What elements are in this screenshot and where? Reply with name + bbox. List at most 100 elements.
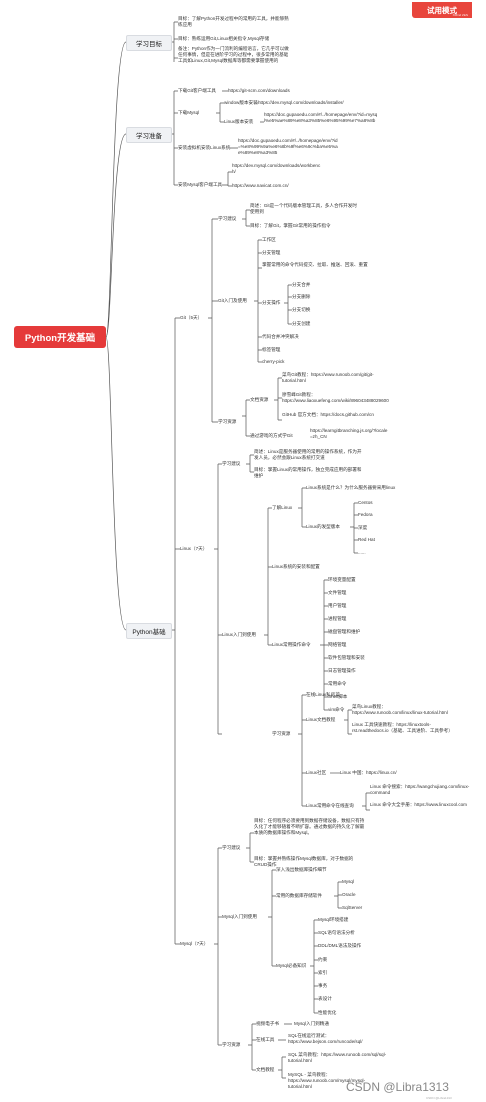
linux-cmd-5: 网络管理 bbox=[328, 642, 347, 647]
linux-doc-2[interactable]: Linux 工具快速教程：https://linuxtools-rst.read… bbox=[352, 722, 453, 733]
watermark-small: CSDN @Libra1313 bbox=[426, 1096, 452, 1100]
prep-git: 下载Git客户端工具 bbox=[178, 88, 217, 93]
linux-dist-1: Fedora bbox=[358, 512, 373, 517]
prep-client-url2[interactable]: https://www.navicat.com.cn/ bbox=[232, 183, 289, 188]
linux-doc-1[interactable]: 菜鸟Linux教程：https://www.runoob.com/linux/l… bbox=[352, 704, 448, 715]
root-node[interactable]: Python开发基础 bbox=[14, 326, 106, 348]
watermark: CSDN @Libra1313 bbox=[346, 1080, 449, 1094]
git-item-6: cherry-pick bbox=[262, 359, 285, 364]
git-branch-3: 分支创建 bbox=[292, 321, 311, 326]
linux-cmd: Linux常用操作命令 bbox=[272, 642, 311, 647]
mysql-doc-2[interactable]: MySQL - 菜鸟教程：https://www.runoob.com/mysq… bbox=[288, 1072, 366, 1089]
prep-win-url[interactable]: https://dev.mysql.com/downloads/installe… bbox=[258, 100, 344, 105]
mysql-must-6: 表设计 bbox=[318, 996, 332, 1001]
git-game-url[interactable]: https://learngitbranching.js.org/?locale… bbox=[310, 428, 388, 439]
trial-mode-badge[interactable]: 试用模式 XMind ZEN bbox=[412, 2, 472, 18]
prep-vm-url[interactable]: https://doc.gupaoedu.com/#/../homepage/e… bbox=[238, 138, 338, 155]
mysql-must-7: 性能优化 bbox=[318, 1010, 337, 1015]
mysql-start: Mysql入门到使用 bbox=[222, 914, 257, 919]
prep-client-url1[interactable]: https://dev.mysql.com/downloads/workbenc… bbox=[232, 163, 321, 174]
git-doc-2[interactable]: 廖雪峰Git教程：https://www.liaoxuefeng.com/wik… bbox=[282, 392, 389, 403]
mysql-type-0: Mysql bbox=[342, 879, 354, 884]
linux-dist-3: Red Hat bbox=[358, 537, 375, 542]
git-branch-1: 分支删除 bbox=[292, 294, 311, 299]
prep-linux-url[interactable]: https://doc.gupaoedu.com/#/../homepage/e… bbox=[264, 112, 378, 123]
trial-mode-label: 试用模式 bbox=[427, 5, 457, 15]
mysql-must-0: Mysql环境搭建 bbox=[318, 917, 349, 922]
linux-comm-url[interactable]: Linux 中国：https://linux.cn/ bbox=[340, 770, 397, 775]
mysql-intro: 深入浅出数据库操作细节 bbox=[276, 867, 327, 872]
prep-vm: 安装虚拟机安装Linux系统 bbox=[178, 145, 231, 150]
linux-suggest: 学习建议 bbox=[222, 461, 241, 466]
goal-c: 备注：Python作为一门流利的编程语言，它几乎可以做任何事情，但是在进阶学习的… bbox=[178, 46, 289, 63]
linux-query-2[interactable]: Linux 命令大全手册：https://www.linuxcool.com bbox=[370, 802, 468, 807]
mysql-must-5: 事务 bbox=[318, 983, 328, 988]
linux-cmd-2: 用户管理 bbox=[328, 603, 347, 608]
prep-win: window版本安装 bbox=[224, 100, 258, 105]
linux-install: Linux系统的安装和配置 bbox=[272, 564, 320, 569]
node-python-basics[interactable]: Python基础 bbox=[126, 623, 172, 639]
node-learning-goal[interactable]: 学习目标 bbox=[126, 35, 172, 51]
mysql-type-2: SqlServer bbox=[342, 905, 363, 910]
git-item-0: 工作区 bbox=[262, 237, 276, 242]
mysql-video: 视频电子书 bbox=[256, 1021, 279, 1026]
linux-cmd-1: 文件管理 bbox=[328, 590, 347, 595]
git-item-4: 代码合并冲突解决 bbox=[262, 334, 299, 339]
mysql-online: 在线工具 bbox=[256, 1037, 275, 1042]
linux-what: Linux系统是什么？为什么服务器要采用linux bbox=[306, 485, 396, 490]
mysql-video-val: Mysql入门到精通 bbox=[294, 1021, 329, 1026]
mysql-res: 学习资源 bbox=[222, 1042, 241, 1047]
mysql-s1: 目标：任何程序必须要用到数据存储设备，数据只有持久化了才能够随着不断扩容。通过数… bbox=[254, 818, 365, 835]
mysql-online-val[interactable]: SQL在线运行测试：https://www.bejson.com/runcode… bbox=[288, 1033, 363, 1044]
mysql-docs: 文档教程 bbox=[256, 1067, 275, 1072]
linux-cmd-0: 环境变量配置 bbox=[328, 577, 356, 582]
trial-mode-sub: XMind ZEN bbox=[452, 13, 468, 17]
linux-query: Linux常用命令在线查询 bbox=[306, 803, 354, 808]
linux-cmd-3: 进程管理 bbox=[328, 616, 347, 621]
linux-dist-0: Centos bbox=[358, 500, 373, 505]
prep-git-url[interactable]: https://git-scm.com/downloads bbox=[228, 88, 290, 93]
mysql-type-1: Oracle bbox=[342, 892, 356, 897]
prep-client: 安装Mysql客户端工具 bbox=[178, 182, 223, 187]
linux-know: 了解Linux bbox=[272, 505, 293, 510]
git-s2: 目标：了解Git，掌握Git常用的操作指令 bbox=[250, 223, 331, 228]
git-item-5: 标签管理 bbox=[262, 347, 281, 352]
git-branch-2: 分支切换 bbox=[292, 307, 311, 312]
git-res: 学习资源 bbox=[218, 419, 237, 424]
git-s1: 简述：Git是一个代码版本管理工具，多人合作开发时使用到 bbox=[250, 203, 357, 214]
mysql-must-1: SQL语句语法分析 bbox=[318, 930, 355, 935]
linux-dist-2: 深度 bbox=[358, 525, 368, 530]
goal-b: 目标：熟练运用Git,Linux相关指令,Mysql存储 bbox=[178, 36, 270, 41]
mysql-suggest: 学习建议 bbox=[222, 845, 241, 850]
linux-ask: 在线Linux私房菜 bbox=[306, 692, 340, 697]
linux-query-1[interactable]: Linux 命令搜索：https://wangchujiang.com/linu… bbox=[370, 784, 470, 795]
linux-res: 学习资源 bbox=[272, 731, 291, 736]
mysql-title: Mysql（7天） bbox=[180, 941, 209, 946]
prep-linux: Linux版本安装 bbox=[224, 119, 254, 124]
linux-cmd-10: vim命令 bbox=[328, 707, 345, 712]
prep-mysql: 下载Mysql bbox=[178, 110, 200, 115]
linux-dist: Linux的发型版本 bbox=[306, 524, 340, 529]
node-learning-prep[interactable]: 学习准备 bbox=[126, 127, 172, 143]
git-item-3: 分支操作 bbox=[262, 300, 281, 305]
git-branch-0: 分支合并 bbox=[292, 282, 311, 287]
linux-cmd-9: Shell脚本 bbox=[328, 694, 348, 699]
git-game: 通过游戏的方式学Git bbox=[250, 433, 293, 438]
linux-s2: 目标：掌握Linux的常用操作，独立完成应用的部署和维护 bbox=[254, 467, 362, 478]
goal-a: 目标：了解Python开发过程中的常用的工具，并能够熟练应用 bbox=[178, 16, 289, 27]
mysql-doc-1[interactable]: SQL 菜鸟教程：https://www.runoob.com/sql/sql-… bbox=[288, 1052, 387, 1063]
git-doc-1[interactable]: 菜鸟Git教程：https://www.runoob.com/git/git-t… bbox=[282, 372, 374, 383]
mysql-must-2: DDL/DML语法及操作 bbox=[318, 943, 362, 948]
mysql-types: 常用的数据库存储软件 bbox=[276, 893, 322, 898]
linux-dist-4: ...... bbox=[358, 550, 366, 555]
git-doc-3[interactable]: GitHub 官方文档：https://docs.github.com/cn bbox=[282, 412, 374, 417]
mysql-must: Mysql必备知识 bbox=[276, 963, 307, 968]
linux-cmd-8: 常用命令 bbox=[328, 681, 347, 686]
linux-title: Linux（7天） bbox=[180, 546, 208, 551]
mysql-s2: 目标：掌握并熟练操作Mysql数据库，对于数据的CRUD操作 bbox=[254, 856, 354, 867]
git-basic: Git入门及使用 bbox=[218, 298, 247, 303]
linux-s1: 简述：Linux是服务器使用的常用的操作系统，作为开发人员，必然会跟Linux系… bbox=[254, 449, 362, 460]
linux-cmd-4: 磁盘管理和维护 bbox=[328, 629, 361, 634]
git-item-2: 掌握常用的命令代码提交、拉取、推送、回滚、重置 bbox=[262, 262, 368, 267]
